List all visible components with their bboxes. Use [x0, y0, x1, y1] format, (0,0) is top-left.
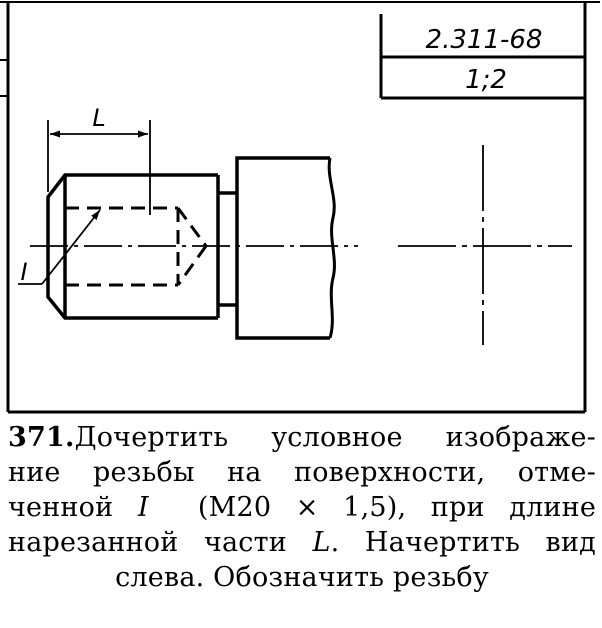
scale-label: 1;2	[465, 65, 507, 95]
caption-line-4: нарезанной части L. Начертить вид	[8, 527, 596, 558]
side-view-center	[398, 145, 572, 345]
drawing-frame	[0, 1, 600, 414]
dimension-label-l: L	[92, 104, 105, 132]
hidden-hole-lines	[65, 206, 208, 287]
break-line	[327, 157, 336, 339]
caption-line-5: слева. Обозначить резьбу	[115, 562, 489, 593]
task-caption: 371.Дочертить условное изображе- ние рез…	[8, 420, 596, 595]
caption-line-3: ченной I (M20 × 1,5), при длине	[8, 492, 597, 523]
technical-drawing: 2.311-68 1;2 L I	[0, 1, 600, 414]
title-block: 2.311-68 1;2	[379, 14, 585, 100]
leader-i	[18, 209, 101, 285]
standard-number: 2.311-68	[426, 25, 543, 55]
dimension-l	[47, 120, 151, 215]
leader-label-i: I	[20, 258, 27, 286]
caption-line-2: ние резьбы на поверхности, отме-	[8, 457, 596, 488]
task-number: 371.	[8, 422, 75, 453]
caption-line-1: 371.Дочертить условное изображе-	[8, 422, 596, 453]
part-outline	[46, 156, 330, 340]
